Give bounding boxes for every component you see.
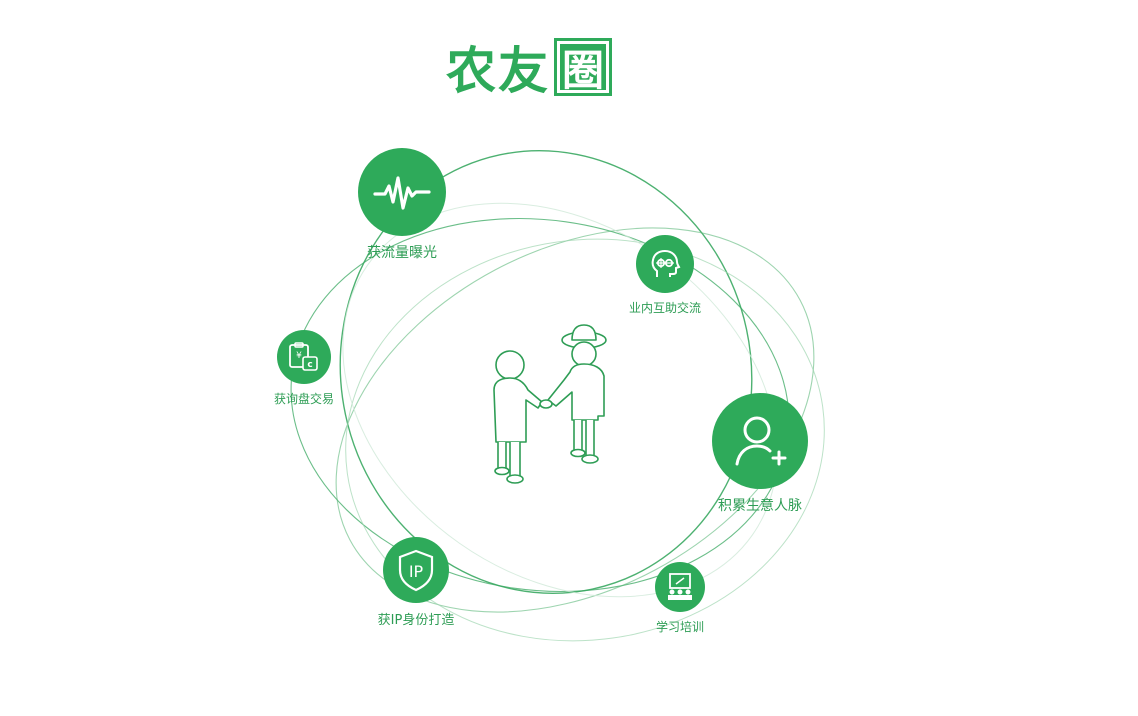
ip-shield-icon: IP xyxy=(398,549,434,592)
node-label: 业内互助交流 xyxy=(628,301,701,315)
svg-text:c: c xyxy=(307,360,312,370)
node-label: 积累生意人脉 xyxy=(718,498,802,514)
node-ip: IP 获IP身份打造 xyxy=(366,537,466,628)
orbit-ring xyxy=(335,227,815,613)
node-inquiry: ¥ c 获询盘交易 xyxy=(262,330,346,407)
node-circle xyxy=(655,562,705,612)
classroom-icon xyxy=(668,573,692,600)
node-circle xyxy=(358,148,446,236)
node-label: 学习培训 xyxy=(655,620,704,634)
orbit-ring xyxy=(339,150,753,594)
svg-text:IP: IP xyxy=(409,562,424,581)
node-label: 获流量曝光 xyxy=(367,245,437,261)
node-circle: IP xyxy=(383,537,449,603)
node-circle xyxy=(712,393,808,489)
svg-text:¥: ¥ xyxy=(296,351,302,361)
node-label: 获询盘交易 xyxy=(273,392,334,406)
node-network: 积累生意人脉 xyxy=(704,393,816,515)
waveform-icon xyxy=(373,176,431,210)
title-main: 农友 xyxy=(446,42,550,100)
title-boxed-char: 圈 xyxy=(554,38,612,96)
node-circle: ¥ c xyxy=(277,330,331,384)
add-user-icon xyxy=(735,416,787,466)
node-traffic: 获流量曝光 xyxy=(352,148,452,262)
node-exchange: 业内互助交流 xyxy=(615,235,715,316)
head-gears-icon xyxy=(651,249,681,277)
node-training: 学习培训 xyxy=(640,562,720,635)
clipboard-yen-icon: ¥ c xyxy=(289,342,318,371)
orbit-ring xyxy=(345,238,825,642)
node-label: 获IP身份打造 xyxy=(377,613,455,628)
handshake-figures-icon xyxy=(493,324,607,484)
node-circle xyxy=(636,235,694,293)
center-illustration xyxy=(480,320,620,490)
page-title: 农友 圈 xyxy=(446,32,612,102)
